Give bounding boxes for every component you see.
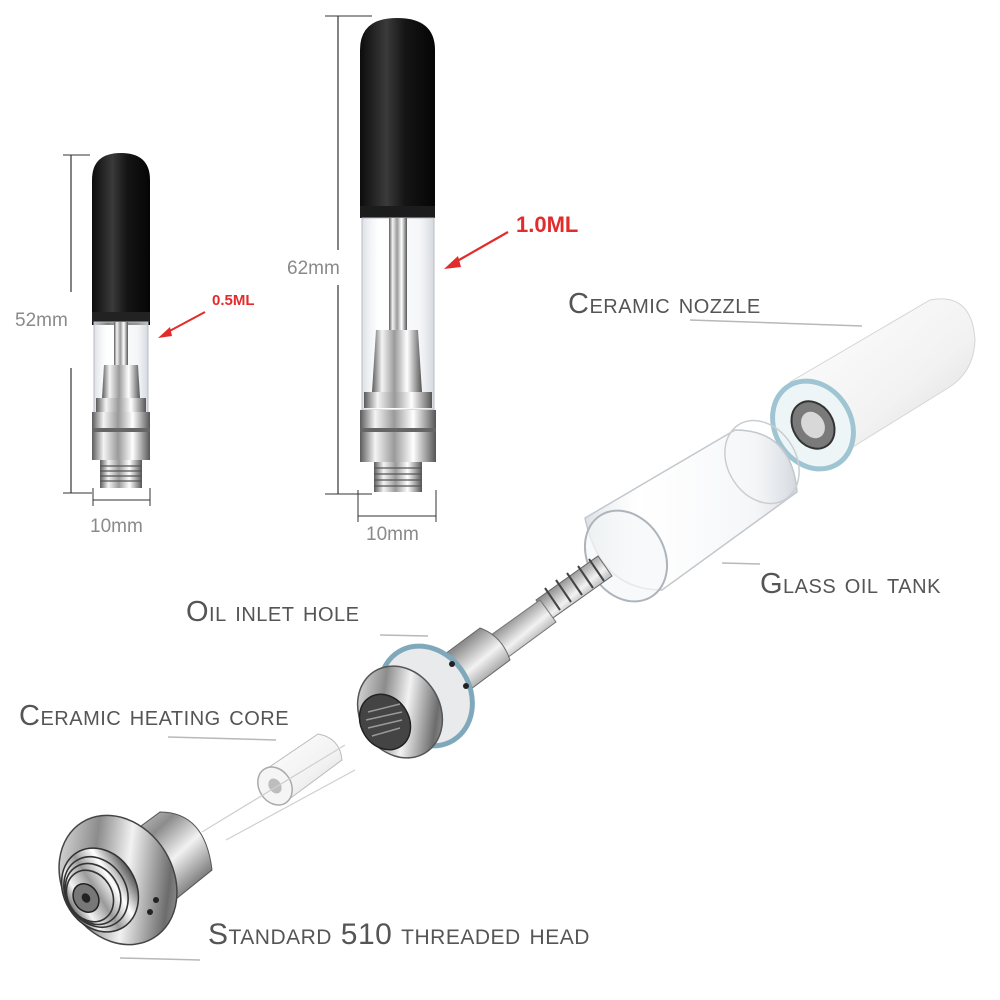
threaded-head-label: Standard 510 threaded head xyxy=(208,918,590,951)
large-metal-base xyxy=(360,410,436,462)
glass-oil-tank-label: Glass oil tank xyxy=(760,568,941,600)
small-mouthpiece xyxy=(92,153,150,325)
small-volume-arrow xyxy=(163,311,206,335)
small-width-label: 10mm xyxy=(90,516,143,537)
large-width-label: 10mm xyxy=(366,524,419,545)
large-cartridge xyxy=(325,15,509,522)
exploded-view xyxy=(58,298,976,961)
ceramic-core-part xyxy=(257,733,343,806)
head-leader-line xyxy=(119,957,201,961)
ceramic-nozzle-part xyxy=(770,298,976,472)
small-cartridge xyxy=(63,153,206,506)
large-mouthpiece xyxy=(360,18,435,218)
inlet-leader-line xyxy=(379,634,429,637)
ceramic-heating-core-label: Ceramic heating core xyxy=(19,700,290,732)
tank-leader-line xyxy=(721,562,761,565)
core-leader-line xyxy=(167,736,277,741)
oil-inlet-hole-label: Oil inlet hole xyxy=(186,596,360,628)
large-volume-arrow xyxy=(451,231,509,265)
small-metal-base xyxy=(92,412,150,460)
small-height-label: 52mm xyxy=(15,310,68,331)
large-volume-label: 1.0ML xyxy=(516,212,579,237)
nozzle-leader-line xyxy=(689,319,863,327)
large-height-label: 62mm xyxy=(287,258,340,279)
threaded-head-part xyxy=(58,811,213,946)
small-volume-label: 0.5ML xyxy=(212,292,255,309)
oil-inlet-part xyxy=(356,627,511,759)
ceramic-nozzle-label: Ceramic nozzle xyxy=(568,288,761,320)
